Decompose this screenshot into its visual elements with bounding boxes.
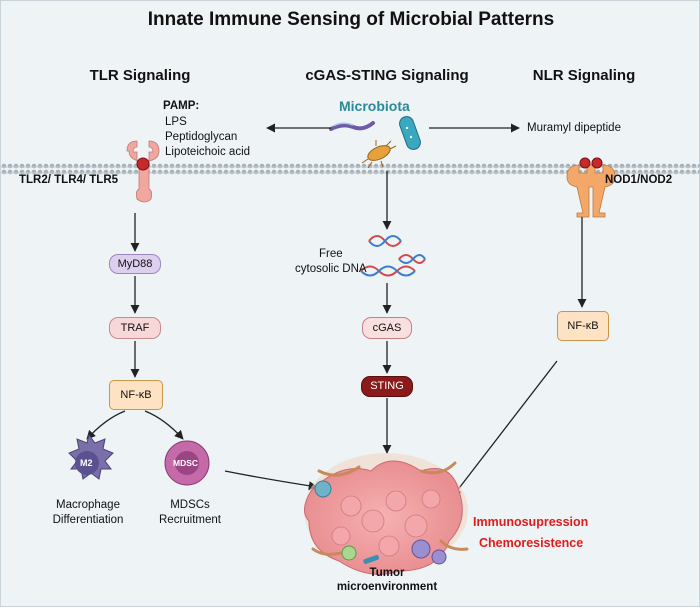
dna-strands-icon <box>360 235 426 277</box>
macrophage-label-line2: Differentiation <box>52 514 124 526</box>
nod-receptor-icon <box>566 157 616 218</box>
nfkb-node-nlr: NF-κB <box>557 311 609 341</box>
pamp-item-lps: LPS <box>165 116 187 128</box>
microbiota-bacteria-icon <box>329 116 421 169</box>
pamp-item-lipoteichoic: Lipoteichoic acid <box>165 146 251 158</box>
nod-receptor-label: NOD1/NOD2 <box>605 174 673 186</box>
mdsc-label-line1: MDSCs <box>170 499 210 511</box>
outcome-chemoresistance: Chemoresistence <box>479 536 584 550</box>
microbiota-label: Microbiota <box>339 98 410 114</box>
tlr-receptor-icon <box>126 140 160 203</box>
tumor-microenvironment-icon <box>304 453 469 575</box>
muramyl-dipeptide-label: Muramyl dipeptide <box>527 122 621 134</box>
mdsc-label-line2: Recruitment <box>159 514 221 526</box>
cgas-column-heading: cGAS-STING Signaling <box>305 67 469 84</box>
traf-node: TRAF <box>109 317 161 339</box>
pamp-item-peptidoglycan: Peptidoglycan <box>165 131 238 143</box>
myd88-node: MyD88 <box>109 254 161 274</box>
m2-tag: M2 <box>80 458 93 468</box>
cgas-node: cGAS <box>362 317 412 339</box>
nlr-column-heading: NLR Signaling <box>532 67 636 84</box>
dna-label-line2: cytosolic DNA <box>295 263 367 275</box>
dna-label-line1: Free <box>319 248 343 260</box>
m2-macrophage-icon <box>68 433 114 480</box>
sting-node: STING <box>361 376 413 397</box>
tumor-label-line1: Tumor <box>369 567 405 579</box>
outcome-immunosuppression: Immunosupression <box>473 515 589 529</box>
mdsc-cell-icon <box>164 440 210 486</box>
mdsc-tag: MDSC <box>173 458 199 468</box>
tlr-receptor-label: TLR2/ TLR4/ TLR5 <box>19 174 119 186</box>
nfkb-node-tlr: NF-κB <box>109 380 163 410</box>
tlr-column-heading: TLR Signaling <box>89 67 191 84</box>
macrophage-label-line1: Macrophage <box>56 499 120 511</box>
tumor-label-line2: microenvironment <box>336 581 438 593</box>
pamp-heading: PAMP: <box>163 100 200 112</box>
figure-title: Innate Immune Sensing of Microbial Patte… <box>147 9 555 30</box>
